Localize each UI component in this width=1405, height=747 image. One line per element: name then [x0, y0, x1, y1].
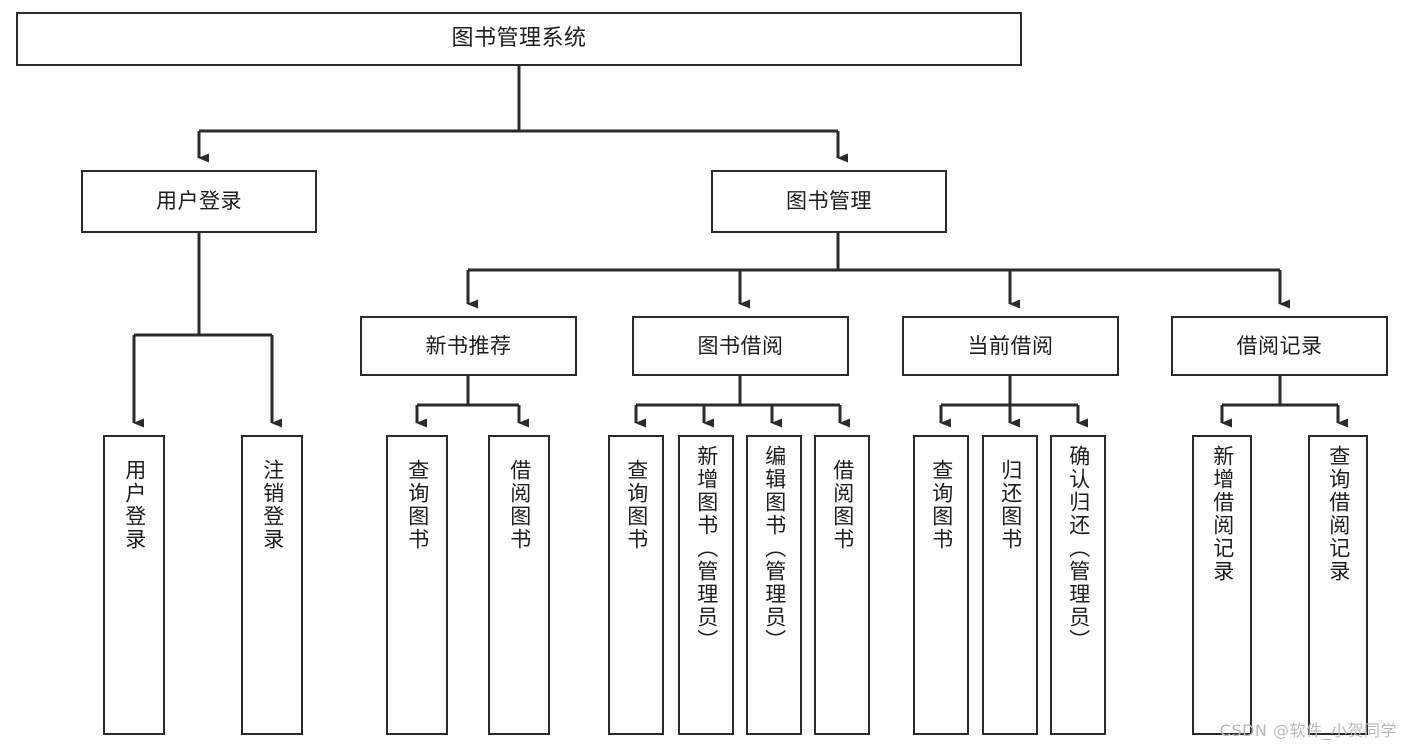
node-label: 借阅记录	[1236, 333, 1323, 358]
node-label: 新增借阅记录	[1210, 445, 1235, 583]
leaf-logout-login[interactable]: 注销登录	[241, 435, 303, 735]
node-book-management[interactable]: 图书管理	[711, 170, 947, 233]
node-label: 借阅图书	[830, 459, 855, 551]
node-label: 查询图书	[929, 459, 954, 551]
leaf-add-borrow-record[interactable]: 新增借阅记录	[1192, 435, 1252, 735]
leaf-return-book[interactable]: 归还图书	[982, 435, 1038, 735]
node-current-borrow[interactable]: 当前借阅	[902, 316, 1119, 376]
node-label: 查询图书	[405, 459, 430, 551]
node-root-book-management-system[interactable]: 图书管理系统	[16, 12, 1022, 66]
leaf-user-login[interactable]: 用户登录	[103, 435, 165, 735]
leaf-confirm-return-admin[interactable]: 确认归还（管理员）	[1050, 435, 1106, 735]
node-label: 用户登录	[122, 459, 147, 551]
leaf-query-borrow-record[interactable]: 查询借阅记录	[1308, 435, 1368, 735]
node-label: 查询图书	[624, 459, 649, 551]
leaf-add-book-admin[interactable]: 新增图书（管理员）	[678, 435, 734, 735]
leaf-query-book-borrow[interactable]: 查询图书	[608, 435, 664, 735]
watermark-csdn: CSDN @软件_小贺同学	[1219, 721, 1397, 740]
node-label: 归还图书	[998, 459, 1023, 551]
node-label: 借阅图书	[507, 459, 532, 551]
node-label: 当前借阅	[967, 333, 1054, 358]
node-book-borrow[interactable]: 图书借阅	[632, 316, 849, 376]
node-label: 图书管理	[786, 189, 872, 214]
node-label: 确认归还（管理员）	[1066, 445, 1091, 652]
node-label: 注销登录	[260, 459, 285, 551]
node-label: 用户登录	[156, 189, 242, 214]
node-new-book-recommend[interactable]: 新书推荐	[360, 316, 577, 376]
leaf-query-book-recommend[interactable]: 查询图书	[386, 435, 448, 735]
leaf-query-book-current[interactable]: 查询图书	[913, 435, 969, 735]
leaf-edit-book-admin[interactable]: 编辑图书（管理员）	[746, 435, 802, 735]
node-borrow-record[interactable]: 借阅记录	[1171, 316, 1388, 376]
node-label: 查询借阅记录	[1326, 445, 1351, 583]
node-label: 编辑图书（管理员）	[762, 445, 787, 652]
node-label: 新增图书（管理员）	[694, 445, 719, 652]
node-label: 新书推荐	[425, 333, 512, 358]
node-label: 图书管理系统	[451, 26, 587, 52]
leaf-borrow-book-recommend[interactable]: 借阅图书	[488, 435, 550, 735]
leaf-borrow-book[interactable]: 借阅图书	[814, 435, 870, 735]
node-label: 图书借阅	[697, 333, 784, 358]
node-user-login[interactable]: 用户登录	[81, 170, 317, 233]
